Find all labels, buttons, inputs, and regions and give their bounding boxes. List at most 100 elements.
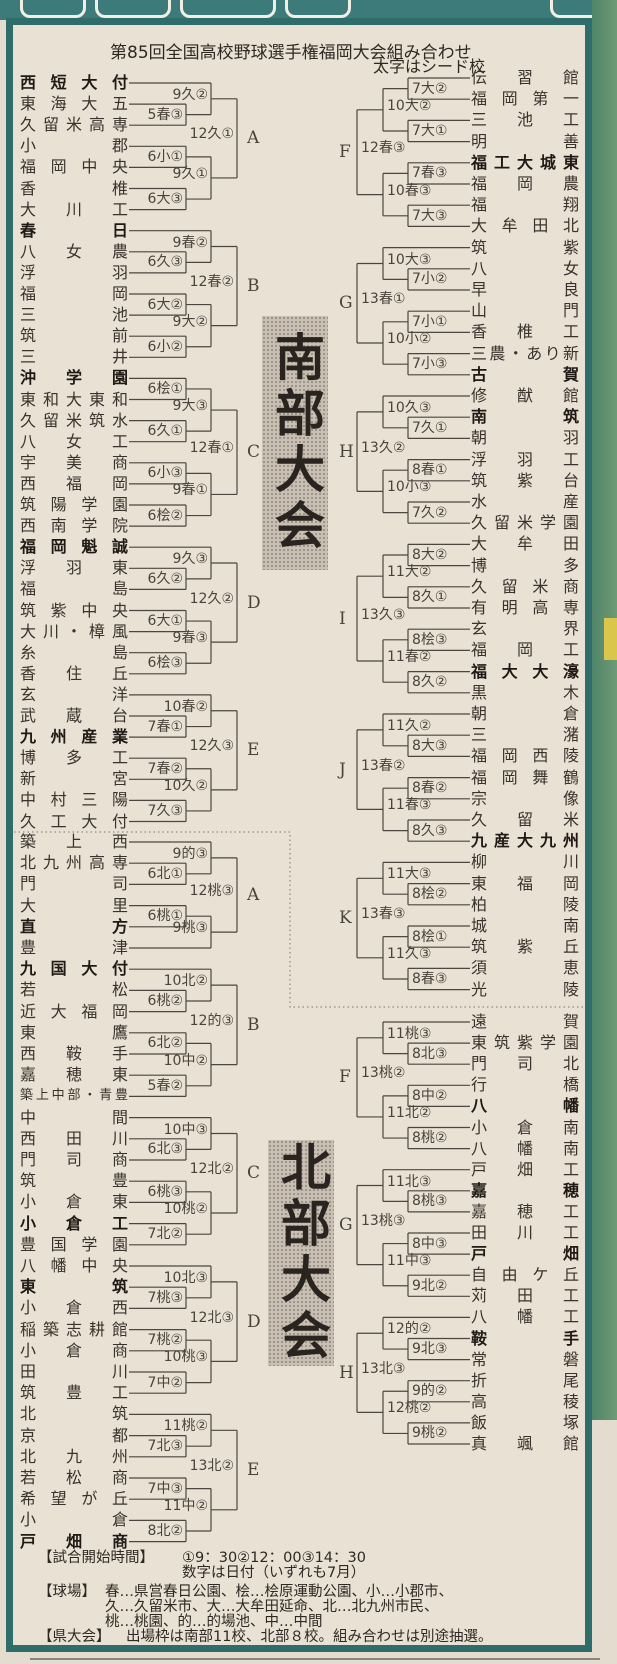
match-schedule-label: 10大②	[387, 97, 432, 114]
match-schedule-label: 10中③	[163, 1121, 208, 1138]
match-schedule-label: 7大①	[412, 123, 448, 139]
match-schedule-label: 6久②	[147, 570, 183, 587]
south-section-title: 南部大会	[262, 316, 328, 570]
team-name: 黒木	[471, 682, 579, 702]
team-name: 小倉商	[20, 1340, 128, 1360]
block-letter: C	[247, 442, 261, 463]
team-name: 西短大付	[20, 73, 128, 92]
block-letter: A	[247, 128, 260, 149]
team-name: 八幡中央	[20, 1256, 128, 1275]
adjacent-page-edge	[592, 0, 617, 1420]
block-letter: H	[339, 441, 354, 462]
team-name: 小倉工	[20, 1213, 128, 1233]
team-name: 水産	[471, 492, 579, 511]
headline-glyph	[285, 0, 351, 18]
match-schedule-label: 13久②	[361, 439, 406, 456]
block-letter: C	[247, 1163, 261, 1184]
block-letter: D	[247, 592, 261, 613]
match-schedule-label: 9久③	[172, 551, 208, 568]
team-name: 八女工	[20, 431, 128, 451]
headline-glyph	[180, 0, 276, 18]
team-name: 筑前	[20, 326, 128, 346]
match-schedule-label: 7中②	[147, 1374, 183, 1391]
match-schedule-label: 8桧①	[412, 928, 448, 945]
divider	[30, 1658, 600, 1660]
team-name: 行橋	[471, 1075, 579, 1095]
bracket-frame	[6, 18, 592, 1652]
team-name: 博多工	[20, 748, 128, 768]
block-letter: G	[339, 1215, 353, 1236]
block-letter: A	[247, 885, 260, 905]
match-schedule-label: 9北③	[412, 1341, 448, 1358]
team-name: 春日	[20, 220, 128, 240]
team-name: 糸島	[20, 642, 128, 662]
match-schedule-label: 8中③	[412, 1235, 448, 1252]
team-name: 田川工	[471, 1223, 579, 1242]
match-schedule-label: 12春③	[361, 140, 406, 157]
team-name: 筑紫	[471, 237, 579, 257]
match-schedule-label: 11中③	[387, 1252, 432, 1269]
match-schedule-label: 12桃②	[387, 1400, 432, 1417]
match-schedule-label: 8桧②	[412, 886, 448, 903]
team-name: 朝羽	[471, 428, 579, 448]
match-schedule-label: 9桃③	[172, 920, 208, 937]
match-schedule-label: 13桃③	[361, 1213, 406, 1230]
match-schedule-label: 10桃②	[163, 1201, 208, 1217]
match-schedule-label: 9久①	[172, 165, 208, 182]
match-schedule-label: 12的②	[387, 1321, 432, 1338]
team-name: 三池工	[471, 110, 579, 130]
team-name: 戸畑商	[20, 1531, 128, 1551]
team-name: 朝倉	[471, 704, 579, 723]
match-schedule-label: 8桧③	[412, 631, 448, 648]
match-schedule-label: 8春③	[412, 971, 448, 987]
team-name: 近大福岡	[20, 1001, 128, 1021]
match-schedule-label: 10桃③	[163, 1349, 208, 1366]
team-name: 三井	[20, 347, 128, 367]
team-name: 新宮	[20, 769, 128, 789]
match-schedule-label: 6桃②	[147, 993, 183, 1009]
team-name: 北九州高専	[20, 853, 128, 873]
team-name: 三農・あり新	[471, 343, 579, 363]
team-name: 筑豊	[20, 1171, 128, 1191]
match-schedule-label: 12久②	[189, 590, 234, 607]
team-name: 柳川	[471, 852, 579, 872]
venues-label: 【球場】	[38, 1584, 96, 1600]
team-name: 武蔵台	[20, 706, 128, 725]
team-name: 八幡工	[471, 1307, 579, 1327]
seed-note: 太字はシード校	[372, 57, 485, 76]
match-schedule-label: 13桃②	[361, 1065, 406, 1082]
team-name: 伝習館	[471, 68, 579, 87]
team-name: 三池	[20, 305, 128, 325]
match-schedule-label: 11桃②	[163, 1418, 208, 1435]
headline-glyph	[20, 0, 86, 18]
team-name: 中村三陽	[20, 790, 128, 810]
block-letter: I	[339, 608, 346, 629]
match-schedule-label: 8久③	[412, 822, 448, 839]
match-schedule-label: 5春②	[147, 1077, 183, 1094]
team-name: 須恵	[471, 958, 579, 978]
block-letter: J	[339, 759, 346, 780]
team-name: 門司商	[20, 1150, 128, 1169]
team-name: 久留米高専	[20, 115, 128, 135]
team-name: 中間	[20, 1107, 128, 1127]
team-name: 福島	[20, 579, 128, 599]
team-name: 大川工	[20, 199, 128, 219]
block-letter: E	[247, 740, 260, 761]
match-schedule-label: 8久②	[412, 674, 448, 691]
block-letter: F	[339, 1067, 351, 1088]
match-schedule-label: 9久②	[172, 86, 208, 103]
team-name: 九国大付	[20, 959, 128, 979]
block-letter: H	[339, 1362, 354, 1383]
team-name: 福岡第一	[471, 89, 579, 109]
team-name: 福岡	[20, 284, 128, 303]
match-schedule-label: 10久②	[163, 777, 208, 794]
match-schedule-label: 6久③	[147, 254, 183, 271]
team-name: 苅田工	[471, 1286, 579, 1306]
match-schedule-label: 7大②	[412, 80, 448, 97]
team-name: 若松	[20, 980, 128, 1000]
match-schedule-label: 7小②	[412, 271, 448, 288]
match-schedule-label: 13春③	[361, 906, 406, 923]
match-schedule-label: 7久③	[147, 802, 183, 819]
match-schedule-label: 7北②	[147, 1226, 183, 1243]
